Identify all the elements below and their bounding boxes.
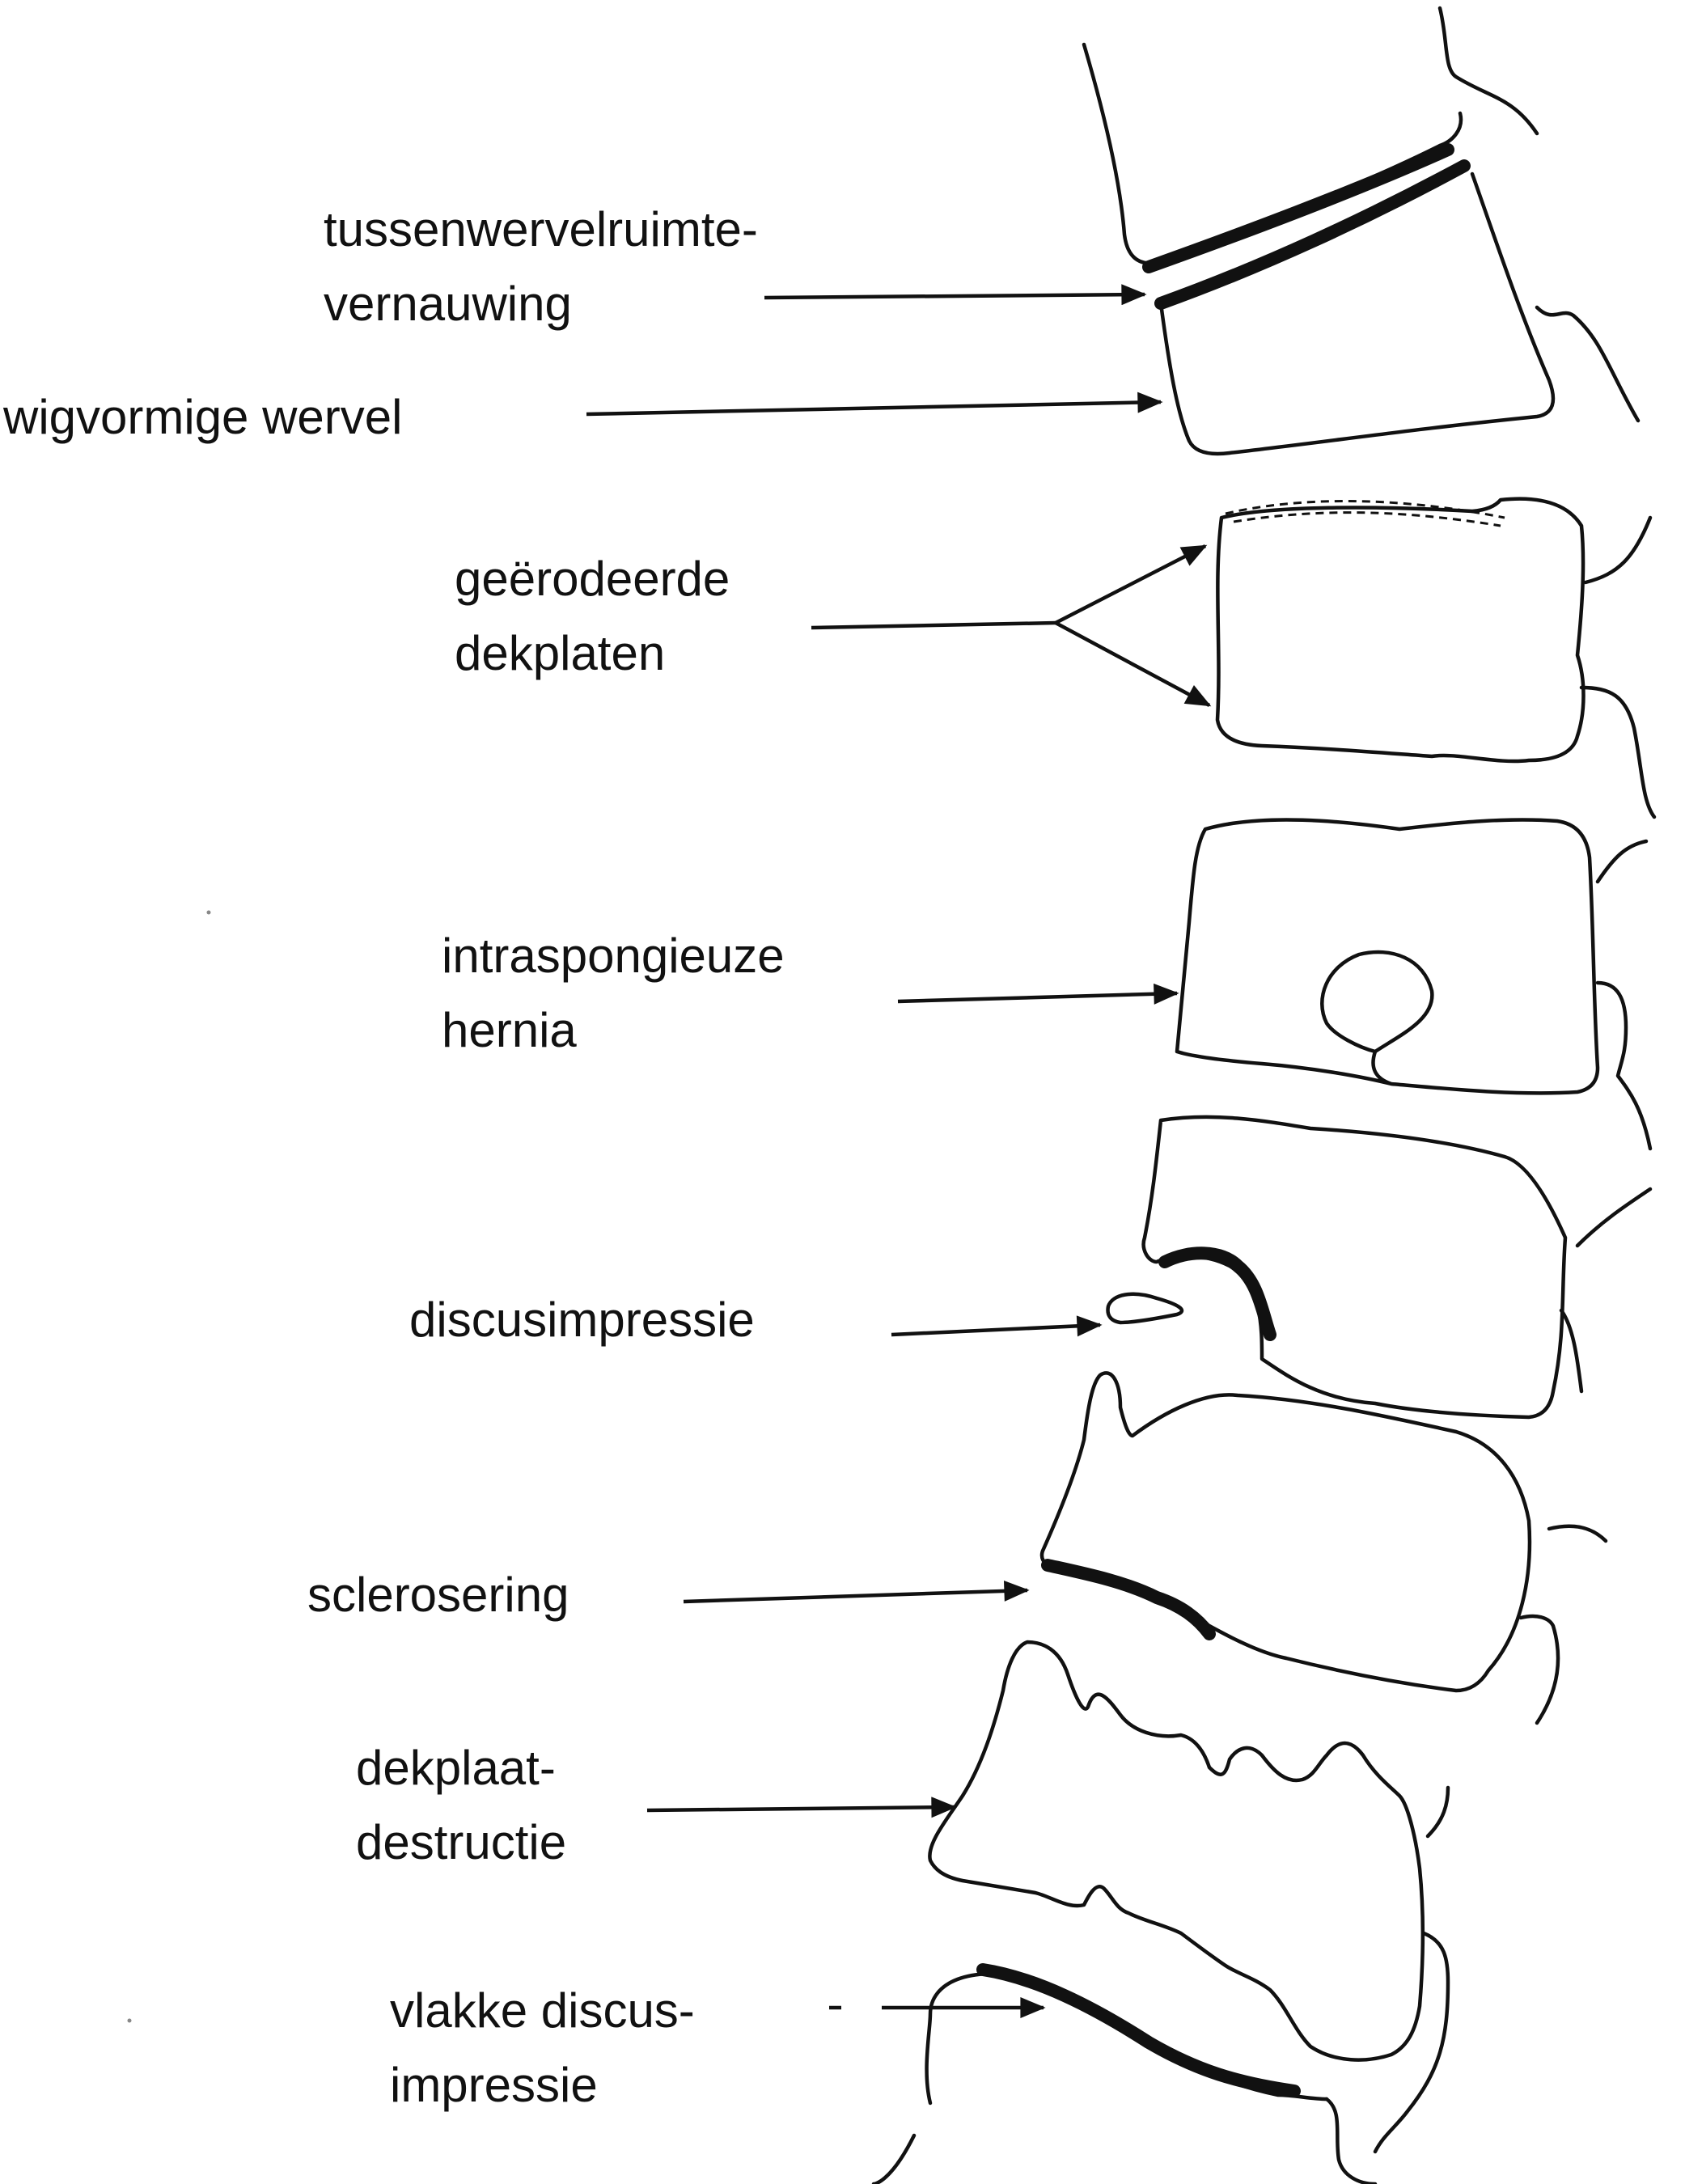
label-endplate-destruction: dekplaat- destructie — [356, 1731, 566, 1880]
vertebra-eroded — [1215, 497, 1657, 819]
label-line: dekplaten — [455, 626, 666, 680]
label-intervertebral-narrowing: tussenwervelruimte- vernauwing — [324, 193, 758, 341]
vertebra-destruction — [928, 1640, 1450, 2062]
label-line: sclerosering — [307, 1568, 569, 1622]
label-line: vlakke discus- — [390, 1983, 695, 2038]
label-line: destructie — [356, 1815, 567, 1869]
arrow-disc-impression — [891, 1315, 1103, 1337]
label-disc-impression: discusimpressie — [409, 1283, 755, 1357]
arrow-wedge — [586, 392, 1163, 417]
vertebra-disc-impression — [1106, 1115, 1653, 1420]
label-line: geërodeerde — [455, 552, 730, 606]
arrow-narrowing — [764, 284, 1147, 306]
label-line: impressie — [390, 2058, 598, 2112]
arrow-eroded-stem — [811, 620, 1056, 630]
label-flat-disc-impression: vlakke discus- impressie — [390, 1974, 695, 2123]
arrow-destruction — [646, 1797, 957, 1818]
label-line: vernauwing — [324, 277, 572, 331]
annotation-arrows — [586, 284, 1212, 2018]
label-line: tussenwervelruimte- — [324, 202, 758, 256]
label-intraspongious-hernia: intraspongieuze hernia — [442, 919, 785, 1068]
label-eroded-endplates: geërodeerde dekplaten — [455, 542, 730, 691]
arrow-hernia — [897, 983, 1179, 1005]
label-sclerosis: sclerosering — [307, 1558, 569, 1632]
label-line: hernia — [442, 1003, 577, 1057]
vertebra-top — [1082, 6, 1539, 273]
arrow-eroded-upper — [1054, 544, 1208, 625]
arrow-sclerosis — [683, 1580, 1030, 1604]
label-wedge-vertebra: wigvormige wervel — [3, 380, 402, 455]
label-line: discusimpressie — [409, 1293, 755, 1347]
label-line: dekplaat- — [356, 1741, 556, 1795]
vertebra-wedge — [1154, 159, 1641, 456]
arrow-eroded-lower — [1054, 621, 1212, 707]
vertebra-hernia — [1175, 818, 1653, 1151]
vertebra-sclerosis — [1039, 1371, 1608, 1725]
label-line: intraspongieuze — [442, 929, 785, 983]
label-line: wigvormige wervel — [3, 390, 403, 444]
vertebra-bottom — [871, 1931, 1450, 2184]
